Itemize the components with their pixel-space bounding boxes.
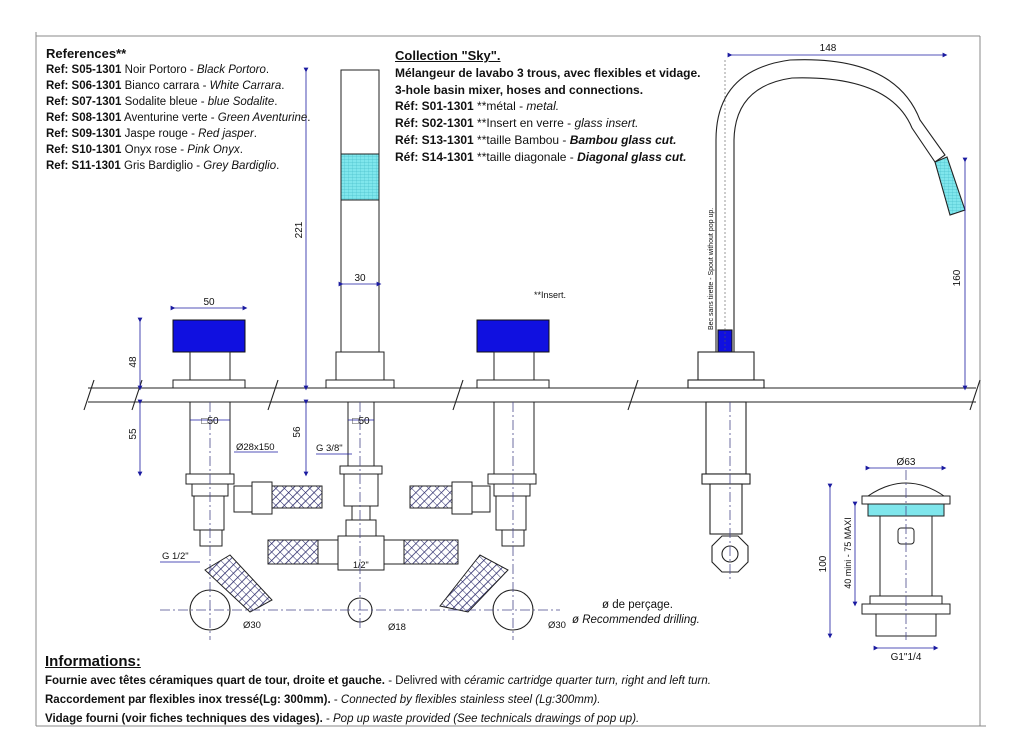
info-line-1: Fournie avec têtes céramiques quart de t… [45,675,711,687]
collection-block: Collection "Sky". Mélangeur de lavabo 3 … [395,48,700,166]
dim-g12: G 1/2" [162,551,189,562]
reference-line: Ref: S08-1301 Aventurine verte - Green A… [46,112,311,124]
dim-30: 30 [354,273,366,284]
left-hose [271,485,323,509]
dim-popup-thread: G1"1/4 [891,652,922,663]
reference-line: Ref: S05-1301 Noir Portoro - Black Porto… [46,64,270,76]
dim-56: 56 [292,426,303,438]
dim-hole-right: Ø30 [548,620,566,631]
spout [687,59,966,573]
informations-block: Informations: Fournie avec têtes céramiq… [45,652,711,729]
dim-160: 160 [952,269,963,286]
collection-ref: Réf: S01-1301 **métal - metal. [395,99,560,114]
collection-ref: Réf: S13-1301 **taille Bambou - Bambou g… [395,132,677,147]
dim-popup-range: 40 mini - 75 MAXI [843,517,853,589]
drilling-note-en: ø Recommended drilling. [572,614,700,626]
dim-221: 221 [294,221,305,238]
right-hose [409,485,453,509]
dim-popup-top: Ø63 [897,457,916,468]
dim-55: 55 [128,428,139,440]
popup-waste [861,482,951,637]
dim-g38: G 3/8" [316,443,343,454]
dim-half-inch: 1/2" [353,560,369,570]
informations-title: Informations: [45,653,141,670]
reference-line: Ref: S07-1301 Sodalite bleue - blue Soda… [46,96,278,108]
references-block: References** Ref: S05-1301 Noir Portoro … [46,46,310,174]
drilling-centerlines [160,402,907,640]
reference-line: Ref: S11-1301 Gris Bardiglio - Grey Bard… [46,160,280,172]
center-column [317,69,405,571]
drilling-note: ø de perçage. ø Recommended drilling. [572,598,700,628]
reference-line: Ref: S06-1301 Bianco carrara - White Car… [46,80,285,92]
insert-label: **Insert. [534,290,566,300]
dim-sq50-left: □50 [201,416,219,427]
diagonal-hoses [204,554,509,613]
dim-48: 48 [128,356,139,368]
collection-line-en: 3-hole basin mixer, hoses and connection… [395,82,644,97]
spout-note: Bec sans tirette - Spout without pop up. [708,208,715,330]
dim-sq50-center: □50 [352,416,370,427]
dim-popup-height: 100 [818,555,829,572]
dim-hole-left: Ø30 [243,620,261,631]
left-valve [172,319,273,547]
collection-line-fr: Mélangeur de lavabo 3 trous, avec flexib… [395,65,701,80]
dim-hole-center: Ø18 [388,622,406,633]
collection-title: Collection "Sky". [395,48,501,63]
collection-ref: Réf: S14-1301 **taille diagonale - Diago… [395,149,687,164]
reference-line: Ref: S09-1301 Jaspe rouge - Red jasper. [46,128,257,140]
collection-ref: Réf: S02-1301 **Insert en verre - glass … [395,116,639,131]
dim-50-top: 50 [203,297,215,308]
references-title: References** [46,46,127,61]
dimension-lines [137,52,968,651]
dim-148: 148 [820,43,837,54]
right-valve [451,319,550,547]
dim-pipe: Ø28x150 [236,442,275,453]
reference-line: Ref: S10-1301 Onyx rose - Pink Onyx. [46,144,243,156]
drilling-note-fr: ø de perçage. [602,599,673,611]
info-line-3: Vidage fourni (voir fiches techniques de… [45,713,640,725]
center-hose-right [403,539,459,565]
info-line-2: Raccordement par flexibles inox tressé(L… [45,694,601,706]
center-hose-left [267,539,319,565]
